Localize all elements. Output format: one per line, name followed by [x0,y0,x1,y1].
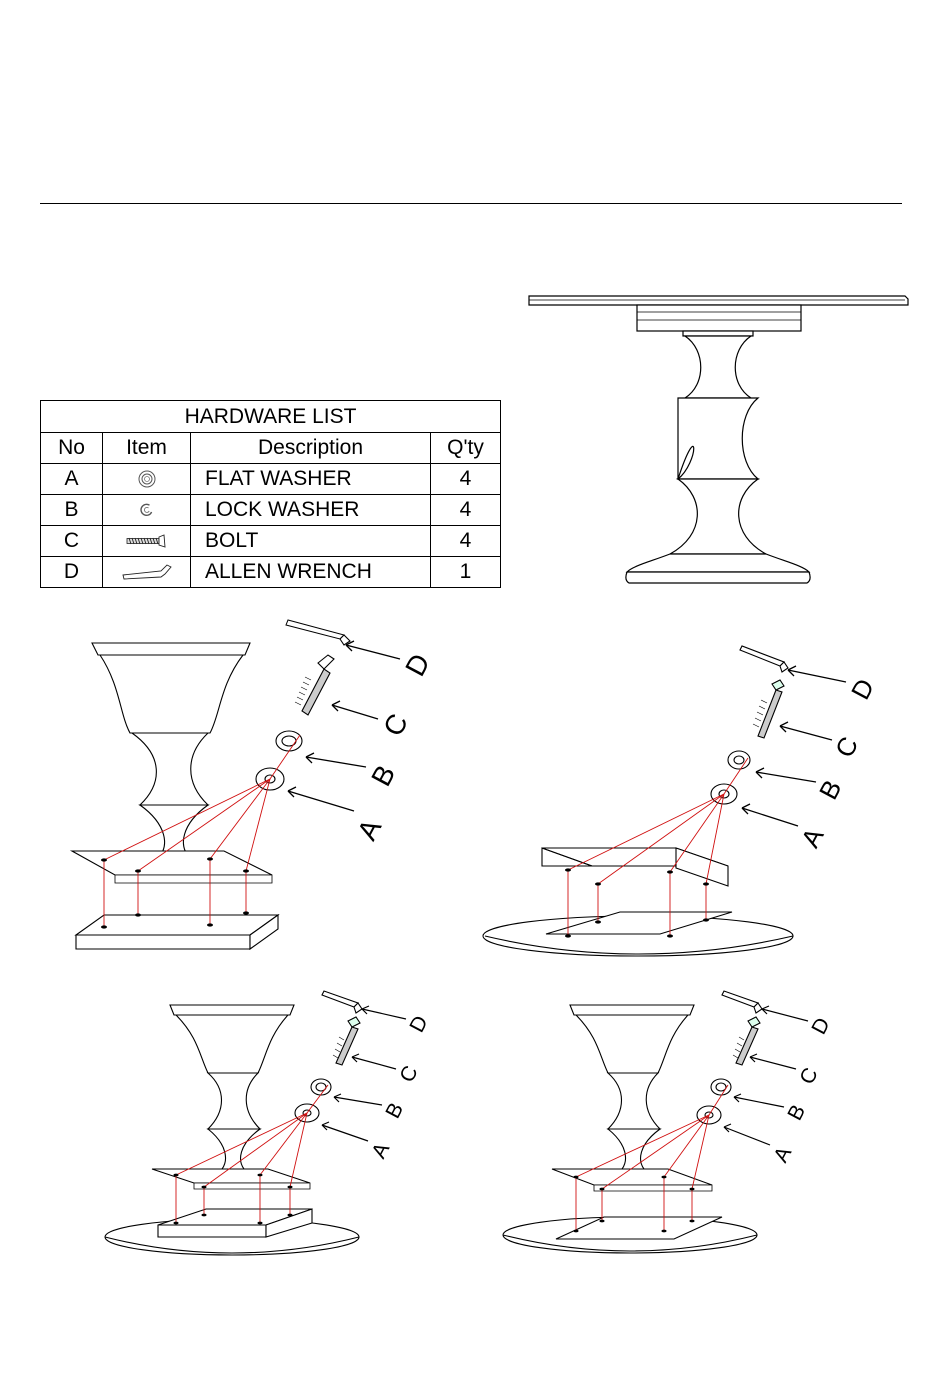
callout-label-c: C [829,732,864,763]
table-row: C BOLT 4 [41,526,501,557]
callout-label-a: A [367,1139,394,1162]
row-item [103,557,191,588]
row-qty: 4 [431,526,501,557]
callout-label-c: C [795,1064,822,1088]
header-rule [40,203,902,204]
callout-label-d: D [405,1012,432,1036]
callout-label-c: C [395,1062,422,1086]
col-header-description: Description [191,433,431,464]
row-no: A [41,464,103,495]
table-row: A FLAT WASHER 4 [41,464,501,495]
row-description: LOCK WASHER [191,495,431,526]
callout-label-c: C [377,709,414,741]
col-header-qty: Q'ty [431,433,501,464]
col-header-item: Item [103,433,191,464]
callout-label-a: A [769,1143,796,1166]
row-no: D [41,557,103,588]
table-row: B LOCK WASHER 4 [41,495,501,526]
assembly-step-2-diagram: D C B A [480,640,900,965]
row-no: B [41,495,103,526]
callout-label-a: A [795,822,830,852]
row-description: BOLT [191,526,431,557]
row-qty: 4 [431,495,501,526]
hardware-list-title-row: HARDWARE LIST [41,401,501,433]
callout-label-d: D [807,1014,834,1038]
flat-washer-icon [137,469,157,489]
hardware-list-header-row: No Item Description Q'ty [41,433,501,464]
assembly-step-3-diagram: D C B A [100,985,440,1265]
callout-label-b: B [365,760,401,791]
row-qty: 1 [431,557,501,588]
callout-label-b: B [381,1099,408,1122]
callout-label-d: D [845,674,880,705]
lock-washer-icon [138,501,156,519]
callout-label-b: B [783,1101,810,1124]
row-item [103,526,191,557]
assembled-table-side-view [525,290,915,590]
row-item [103,464,191,495]
assembly-step-4-diagram: D C B A [498,985,838,1265]
callout-label-b: B [813,775,848,804]
row-item [103,495,191,526]
callout-label-d: D [399,649,436,681]
callout-label-a: A [351,814,387,845]
bolt-icon [125,534,169,548]
allen-wrench-icon [121,563,173,581]
table-row: D ALLEN WRENCH 1 [41,557,501,588]
hardware-list-table: HARDWARE LIST No Item Description Q'ty A… [40,400,501,588]
row-no: C [41,526,103,557]
row-description: FLAT WASHER [191,464,431,495]
col-header-no: No [41,433,103,464]
assembly-step-1-diagram: D C B A [60,615,460,960]
row-qty: 4 [431,464,501,495]
hardware-list-title: HARDWARE LIST [41,401,501,433]
row-description: ALLEN WRENCH [191,557,431,588]
